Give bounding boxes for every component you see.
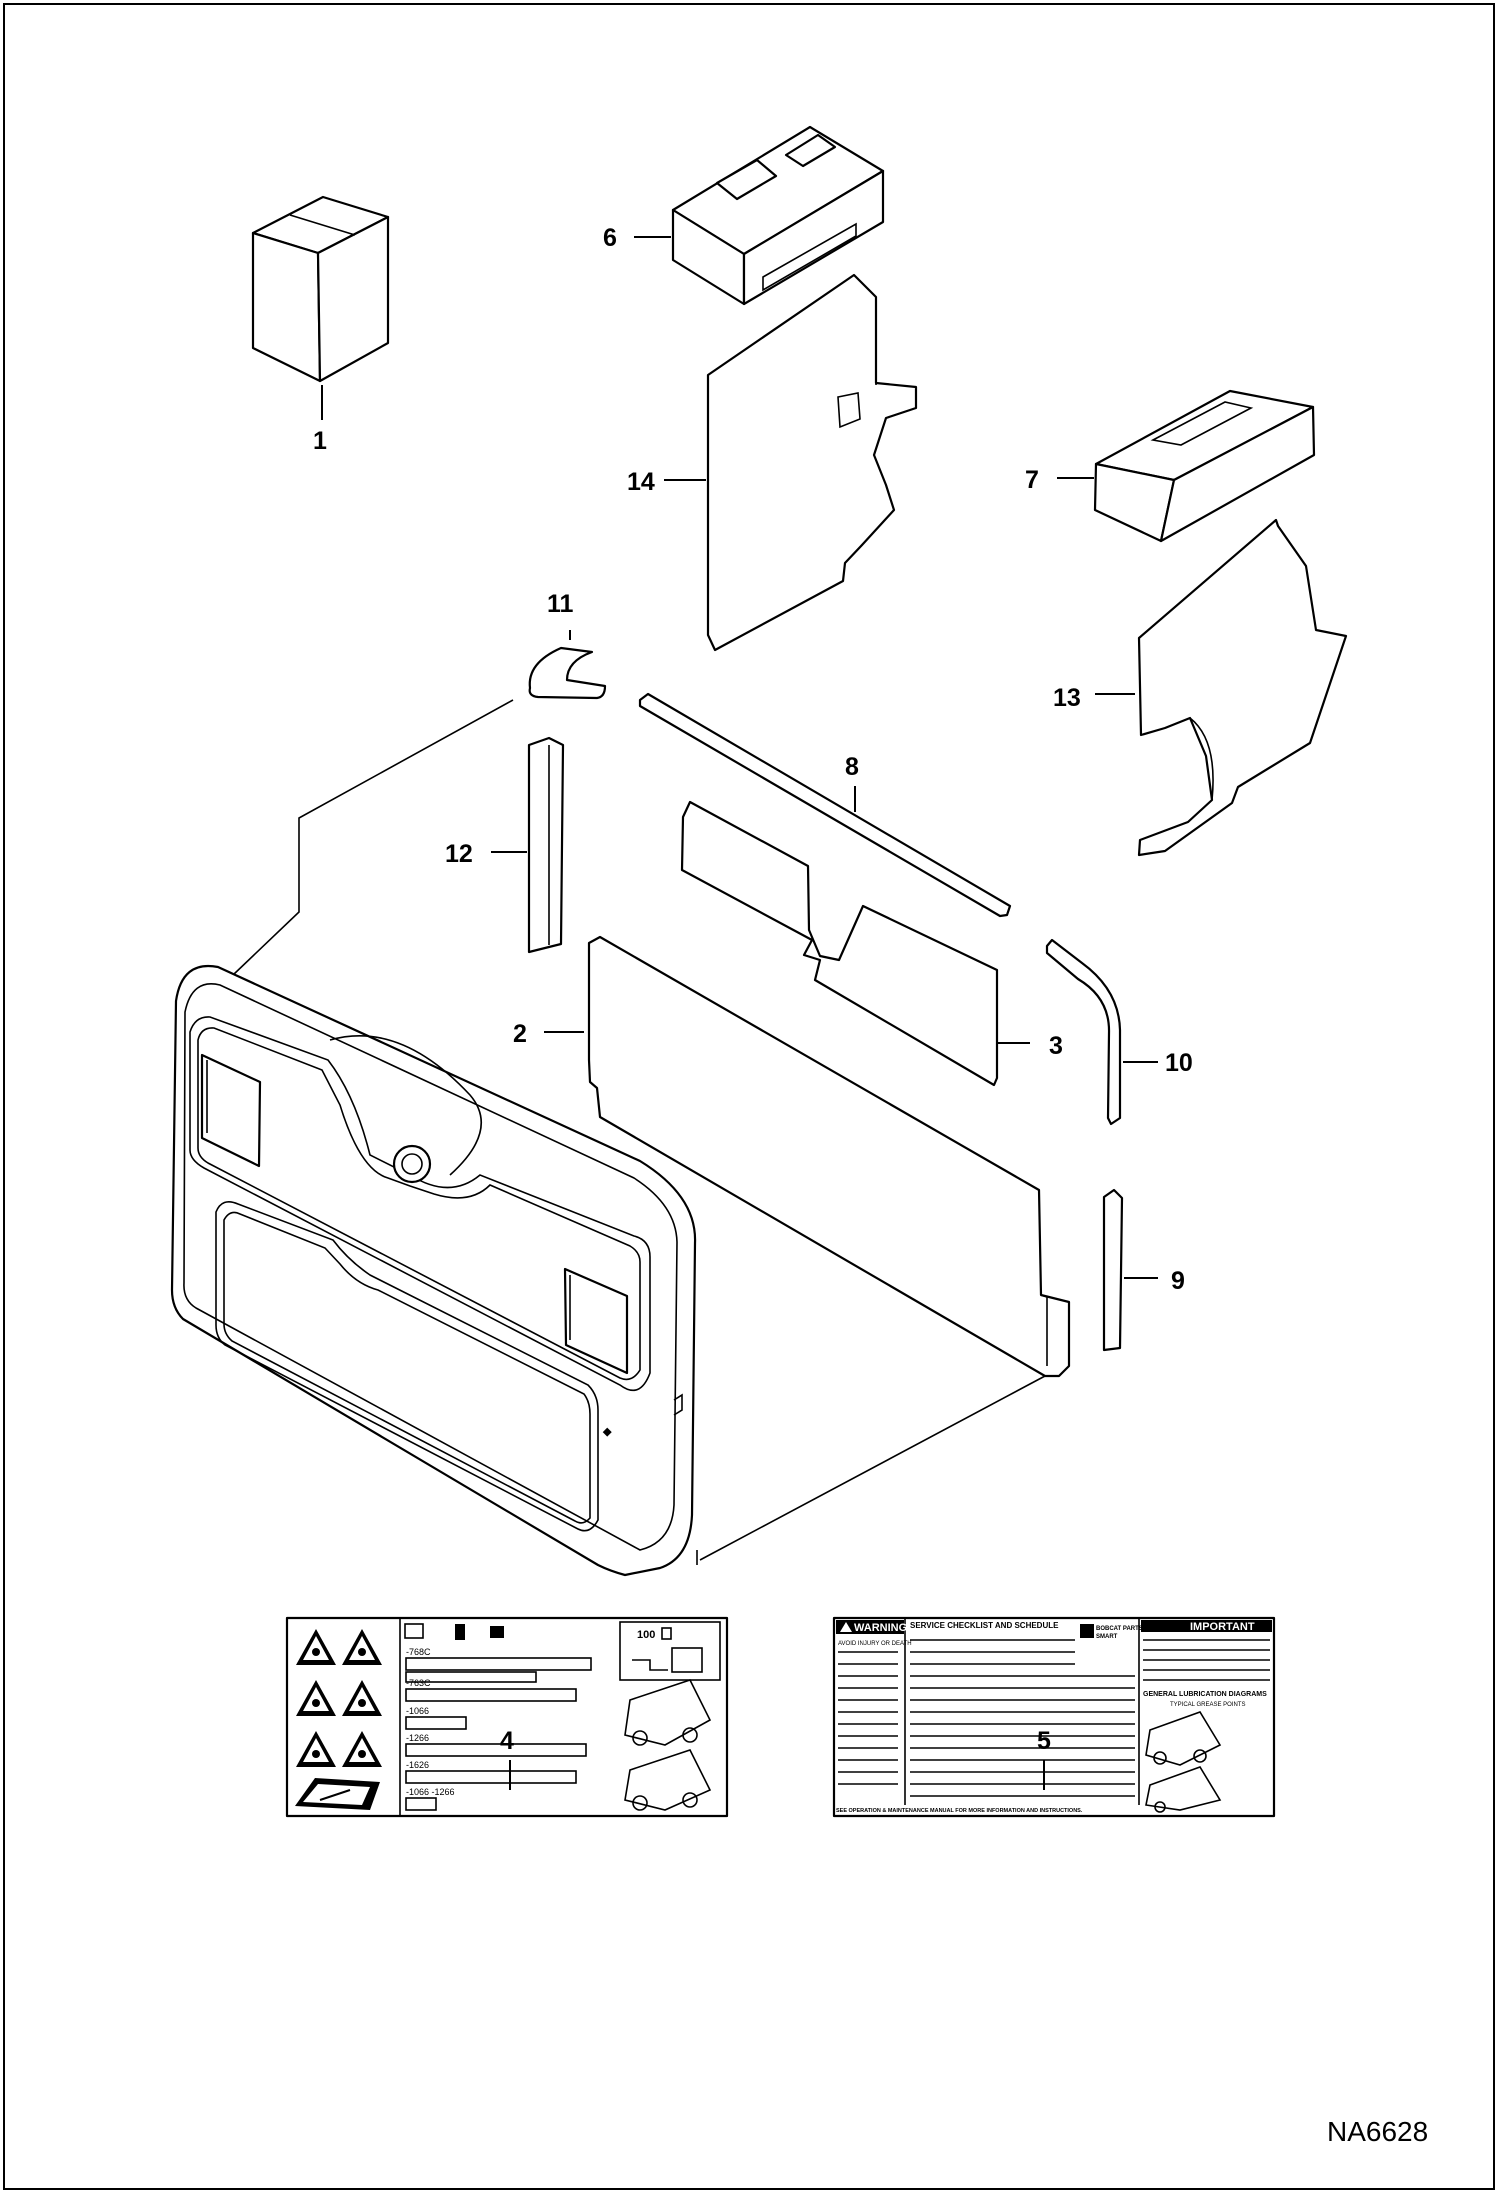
decal-4-row-3-label: -1066 (406, 1706, 429, 1716)
part-9-short-strip (1102, 1188, 1124, 1352)
part-5-decal: WARNING AVOID INJURY OR DEATH SERVICE CH… (832, 1616, 1276, 1818)
decal-5-parts-brand-2: SMART (1096, 1634, 1118, 1640)
decal-4-row-4-label: -1266 (406, 1733, 429, 1743)
part-11-bent-strip (528, 646, 607, 700)
leader-lines (321, 236, 1158, 1790)
callout-14: 14 (627, 468, 655, 496)
decal-5-service-text-lines (910, 1639, 1135, 1797)
decal-5-important-text-lines (1143, 1639, 1270, 1681)
part-10-curved-strip (1045, 938, 1122, 1126)
callout-12: 12 (445, 840, 473, 868)
decal-5-parts-brand-1: BOBCAT PARTS (1096, 1626, 1143, 1632)
callout-7: 7 (1025, 466, 1039, 494)
decal-5-warning: WARNING (854, 1622, 907, 1634)
callout-2: 2 (513, 1020, 527, 1048)
callout-4: 4 (500, 1727, 514, 1755)
page-border (3, 3, 1495, 2190)
decal-5-footer: SEE OPERATION & MAINTENANCE MANUAL FOR M… (836, 1808, 1083, 1814)
callout-10: 10 (1165, 1049, 1193, 1077)
callout-11: 11 (547, 590, 574, 618)
decal-4-row-1-label: -768C (406, 1647, 431, 1657)
part-8-long-strip (638, 692, 1012, 918)
part-12-vertical-strip (527, 736, 565, 954)
decal-4-box-label: 100 (637, 1629, 655, 1641)
callout-6: 6 (603, 224, 617, 252)
decal-5-important: IMPORTANT (1190, 1621, 1255, 1633)
decal-4-warning-icons (296, 1629, 382, 1767)
part-1-box (251, 195, 390, 383)
callout-13: 13 (1053, 684, 1081, 712)
part-3-notched-panel (680, 800, 999, 1087)
decal-4-row-6-label: -1066 -1266 (406, 1787, 455, 1797)
part-2-frame: ◆ (170, 699, 1071, 1577)
decal-4-manual-icon (295, 1778, 380, 1810)
decal-4-icon-strips (405, 1657, 592, 1811)
decal-5-service-title: SERVICE CHECKLIST AND SCHEDULE (910, 1621, 1059, 1630)
reference-code: NA6628 (1327, 2116, 1428, 2147)
decal-5-warning-line: AVOID INJURY OR DEATH (838, 1641, 912, 1647)
part-13-side-panel (1137, 518, 1348, 857)
callout-9: 9 (1171, 1267, 1185, 1295)
callout-labels: 1 2 3 4 5 6 7 8 9 10 11 12 13 14 (313, 224, 1193, 1755)
decal-5-machine-sketches (1145, 1711, 1222, 1813)
frame-mark: ◆ (602, 1426, 612, 1438)
decal-4-row-5-label: -1626 (406, 1760, 429, 1770)
callout-1: 1 (313, 427, 327, 455)
callout-8: 8 (845, 753, 859, 781)
part-6-foam-block (671, 125, 885, 306)
decal-4-row-2-label: -763C (406, 1678, 431, 1688)
callout-3: 3 (1049, 1032, 1063, 1060)
part-14-side-panel (706, 273, 918, 652)
part-4-decal: 100 -768C -763C -1066 -1266 -1626 -1066 … (285, 1616, 729, 1818)
part-7-foam-block (1093, 389, 1316, 543)
decal-5-lube-title: GENERAL LUBRICATION DIAGRAMS (1143, 1691, 1267, 1698)
callout-5: 5 (1037, 1727, 1051, 1755)
decal-4-machine-sketches (624, 1679, 712, 1811)
decal-5-lube-sub: TYPICAL GREASE POINTS (1170, 1702, 1245, 1708)
decal-5-warning-text-lines (838, 1651, 898, 1785)
